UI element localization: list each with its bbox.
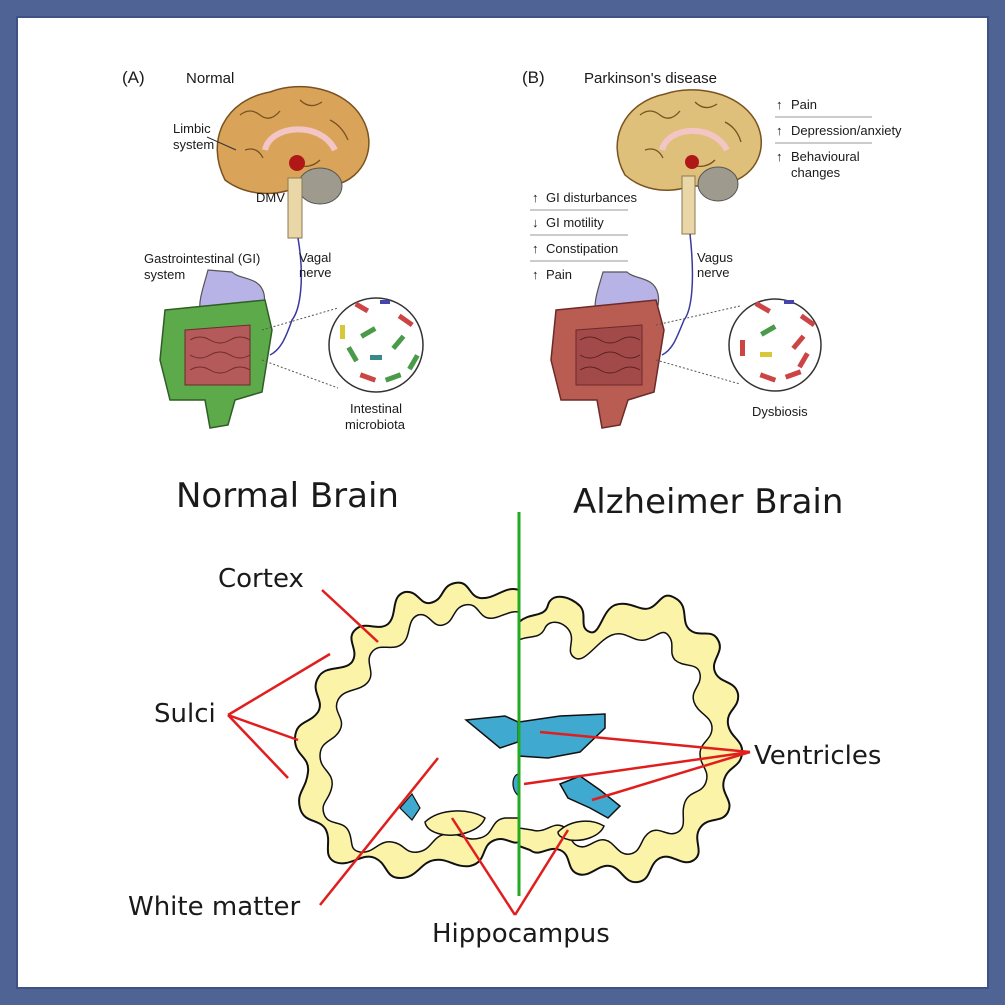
normal-ventricle-lower xyxy=(399,792,421,821)
gut-symptom-1: GI motility xyxy=(546,215,604,230)
panel-b-brain-folds xyxy=(639,101,742,168)
panel-a-gi-label-1: Gastrointestinal (GI) xyxy=(144,251,260,266)
panel-a-microbiota-circle xyxy=(328,297,424,393)
panel-a-letter: (A) xyxy=(122,68,145,87)
panel-b-cerebellum xyxy=(697,166,739,202)
panel-a-bacteria xyxy=(340,300,420,383)
panel-b-small-intestine xyxy=(575,324,643,386)
cortex-label: Cortex xyxy=(218,564,304,594)
panel-a-cerebellum xyxy=(297,167,343,205)
panel-a-dmv-label: DMV xyxy=(256,190,285,205)
alzheimer-ventricle xyxy=(518,713,606,759)
gut-symptom-0: GI disturbances xyxy=(546,190,638,205)
panel-b-brain xyxy=(616,89,763,191)
gut-symptom-3: Pain xyxy=(546,267,572,282)
gut-symptom-arrow-3: ↑ xyxy=(532,267,539,282)
panel-a: (A) Normal Limbic system DMV Vagal nerve… xyxy=(122,68,424,432)
normal-brain-title: Normal Brain xyxy=(176,476,399,516)
cortex-pointer xyxy=(321,589,379,643)
panel-b-gut-symptoms: ↑ GI disturbances ↓ GI motility ↑ Consti… xyxy=(530,190,638,282)
sulci-label: Sulci xyxy=(154,699,216,729)
panel-a-zoom-line-1 xyxy=(261,307,339,331)
brain-symptom-3: changes xyxy=(791,165,841,180)
panel-a-title: Normal xyxy=(186,70,234,87)
panel-b-zoom-line-2 xyxy=(655,359,741,385)
brain-symptom-0: Pain xyxy=(791,97,817,112)
panel-b-brainstem xyxy=(681,175,696,235)
panel-b-dysbiosis-circle xyxy=(728,298,822,392)
panel-b-bacteria xyxy=(740,300,816,383)
panel-a-gi-label-2: system xyxy=(144,267,185,282)
panel-b-zoom-line-1 xyxy=(655,305,741,326)
white-matter-pointer xyxy=(319,757,439,906)
gut-symptom-arrow-2: ↑ xyxy=(532,241,539,256)
ventricles-label: Ventricles xyxy=(754,741,881,771)
panel-a-brainstem xyxy=(287,177,303,239)
ventricles-pointers xyxy=(523,730,751,802)
hippocampus-label: Hippocampus xyxy=(432,919,610,949)
brain-symptom-arrow-1: ↑ xyxy=(776,123,783,138)
brain-symptom-1: Depression/anxiety xyxy=(791,123,902,138)
gut-symptom-arrow-1: ↓ xyxy=(532,215,539,230)
panel-b-letter: (B) xyxy=(522,68,545,87)
panel-a-small-intestine xyxy=(184,324,251,386)
panel-b-title: Parkinson's disease xyxy=(584,70,717,87)
panel-a-brain-folds xyxy=(239,99,349,168)
panel-a-limbic-label-2: system xyxy=(173,137,214,152)
panel-a-limbic-ring xyxy=(262,126,338,152)
panel-a-zoom-line-2 xyxy=(261,359,339,389)
panel-b-vagus-nerve xyxy=(661,233,694,356)
panel-b-vagus-label-2: nerve xyxy=(697,265,730,280)
gut-symptom-arrow-0: ↑ xyxy=(532,190,539,205)
panel-b-limbic-core xyxy=(685,155,699,169)
alzheimer-brain-title: Alzheimer Brain xyxy=(573,482,843,522)
brain-symptom-arrow-0: ↑ xyxy=(776,97,783,112)
panel-b-intestine-coils xyxy=(579,336,641,374)
alzheimer-ventricle-lower xyxy=(558,775,622,819)
panel-a-vagal-label-1: Vagal xyxy=(299,250,331,265)
normal-white-matter xyxy=(319,603,520,853)
panel-b: (B) Parkinson's disease ↑ Pain ↑ Depress… xyxy=(522,68,902,429)
gut-symptom-2: Constipation xyxy=(546,241,618,256)
panel-a-microbiota-label-2: microbiota xyxy=(345,417,406,432)
panel-a-limbic-label-1: Limbic xyxy=(173,121,211,136)
hippocampus-pointers xyxy=(450,817,570,916)
panel-a-microbiota-label-1: Intestinal xyxy=(350,401,402,416)
panel-b-vagus-label-1: Vagus xyxy=(697,250,733,265)
sulci-pointers xyxy=(227,652,331,779)
panel-b-dysbiosis-label: Dysbiosis xyxy=(752,404,808,419)
brain-comparison: Normal Brain Alzheimer Brain Cortex Sulc… xyxy=(128,476,881,949)
panel-a-vagal-label-2: nerve xyxy=(299,265,332,280)
panel-a-brain xyxy=(216,85,370,195)
white-matter-label: White matter xyxy=(128,892,301,922)
alzheimer-hippocampus xyxy=(557,820,605,842)
panel-b-limbic-ring xyxy=(659,127,730,152)
panel-a-limbic-core xyxy=(289,155,305,171)
panel-b-brain-symptoms: ↑ Pain ↑ Depression/anxiety ↑ Behavioura… xyxy=(775,97,902,180)
panel-a-vagal-nerve xyxy=(269,237,303,356)
panel-a-limbic-pointer xyxy=(206,136,237,151)
brain-symptom-2: Behavioural xyxy=(791,149,860,164)
panel-a-intestine-coils xyxy=(189,336,251,374)
brain-symptom-arrow-2: ↑ xyxy=(776,149,783,164)
